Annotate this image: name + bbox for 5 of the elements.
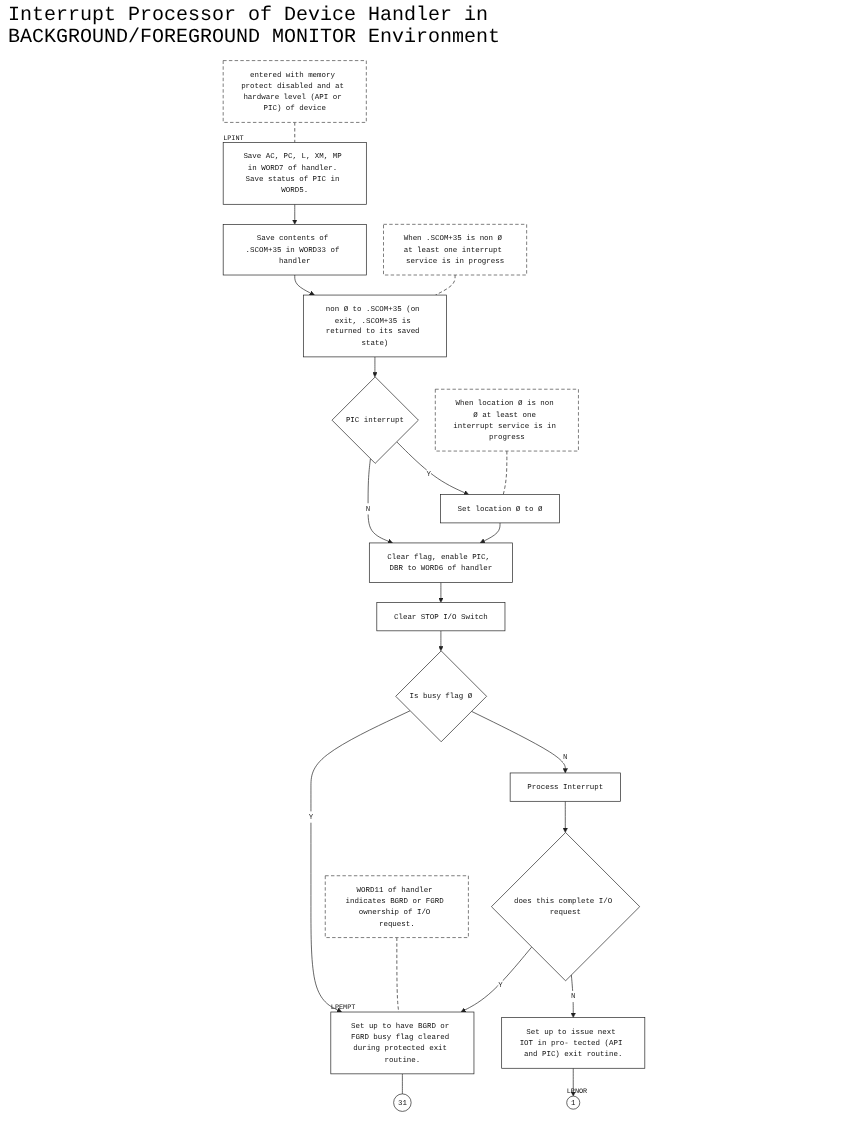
diagram-title: Interrupt Processor of Device Handler in BACKGROUND/FOREGROUND MONITOR Environment [6, 3, 503, 54]
connector [402, 1073, 403, 1095]
connector [396, 937, 400, 1013]
connector [435, 274, 456, 296]
connector [502, 450, 508, 495]
